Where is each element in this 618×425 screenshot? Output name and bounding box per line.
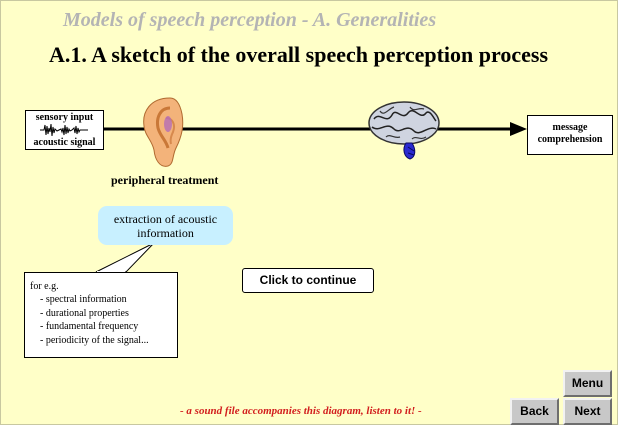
waveform-icon xyxy=(40,123,88,137)
note-item: - spectral information xyxy=(40,294,127,305)
note-item: - fundamental frequency xyxy=(40,321,139,332)
acoustic-signal-label: acoustic signal xyxy=(33,137,96,148)
message-label: message xyxy=(552,122,588,133)
next-button[interactable]: Next xyxy=(563,398,612,425)
ear-icon xyxy=(143,97,184,167)
bubble-line-2: information xyxy=(137,226,194,240)
peripheral-treatment-caption: peripheral treatment xyxy=(111,173,219,187)
sensory-input-box: sensory input acoustic signal xyxy=(25,110,104,150)
message-comprehension-box: message comprehension xyxy=(527,115,613,155)
continue-button[interactable]: Click to continue xyxy=(242,268,374,293)
brain-icon xyxy=(368,101,440,160)
slide-title: A.1. A sketch of the overall speech perc… xyxy=(49,42,549,67)
note-heading: for e.g. xyxy=(30,281,59,292)
note-item: - periodicity of the signal... xyxy=(40,334,149,346)
bubble-line-1: extraction of acoustic xyxy=(113,212,218,226)
extraction-bubble: extraction of acoustic information xyxy=(98,206,233,245)
section-header: Models of speech perception - A. General… xyxy=(63,9,437,31)
examples-note: for e.g. - spectral information - durati… xyxy=(24,272,178,358)
sound-file-note: - a sound file accompanies this diagram,… xyxy=(180,405,422,417)
sensory-input-label: sensory input xyxy=(35,112,94,123)
menu-button[interactable]: Menu xyxy=(563,370,612,397)
note-item: - durational properties xyxy=(40,307,129,319)
comprehension-label: comprehension xyxy=(537,134,603,145)
back-button[interactable]: Back xyxy=(510,398,559,425)
